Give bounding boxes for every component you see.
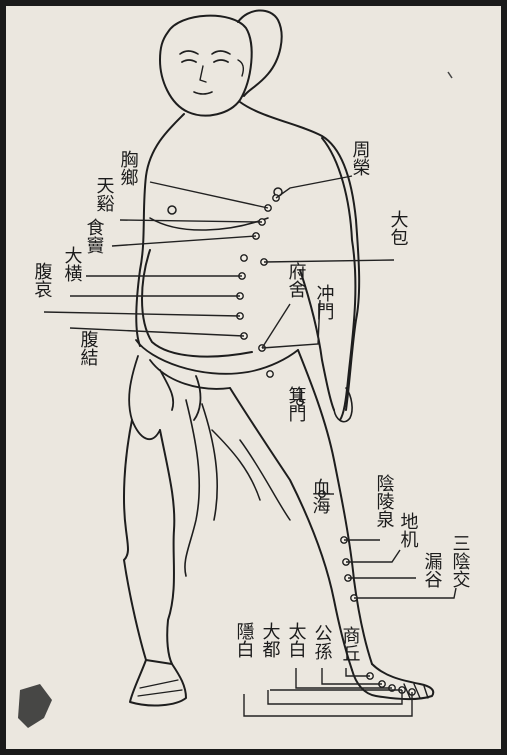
label-lougu: 漏谷 xyxy=(422,552,443,588)
label-shangqiu: 商丘 xyxy=(340,626,361,662)
label-dadu: 大都 xyxy=(260,622,281,658)
label-jimen: 箕門 xyxy=(286,386,307,422)
label-gongsun: 公孫 xyxy=(312,624,333,660)
label-fushe: 府舍 xyxy=(286,262,307,298)
label-daheng: 大横 xyxy=(62,246,83,282)
label-yinlingquan: 陰陵泉 xyxy=(374,474,395,528)
label-fuai: 腹哀 xyxy=(32,262,53,298)
label-xiongxiang: 胸鄉 xyxy=(118,150,139,186)
point-daheng-a xyxy=(241,255,247,261)
label-tianxi: 天谿 xyxy=(94,176,115,212)
point-jimen xyxy=(267,371,273,377)
label-shidou: 食竇 xyxy=(84,218,105,254)
label-taibai: 太白 xyxy=(286,622,307,658)
label-fujie: 腹結 xyxy=(78,330,99,366)
label-xuehai: 血海 xyxy=(310,478,331,514)
label-yinbai: 隱白 xyxy=(234,622,255,658)
label-zhourong: 周榮 xyxy=(350,140,371,176)
label-diji: 地机 xyxy=(398,512,419,548)
label-chongmen: 冲門 xyxy=(314,284,335,320)
label-dabao: 大包 xyxy=(388,210,409,246)
label-sanyinjiao: 三陰交 xyxy=(450,534,471,588)
